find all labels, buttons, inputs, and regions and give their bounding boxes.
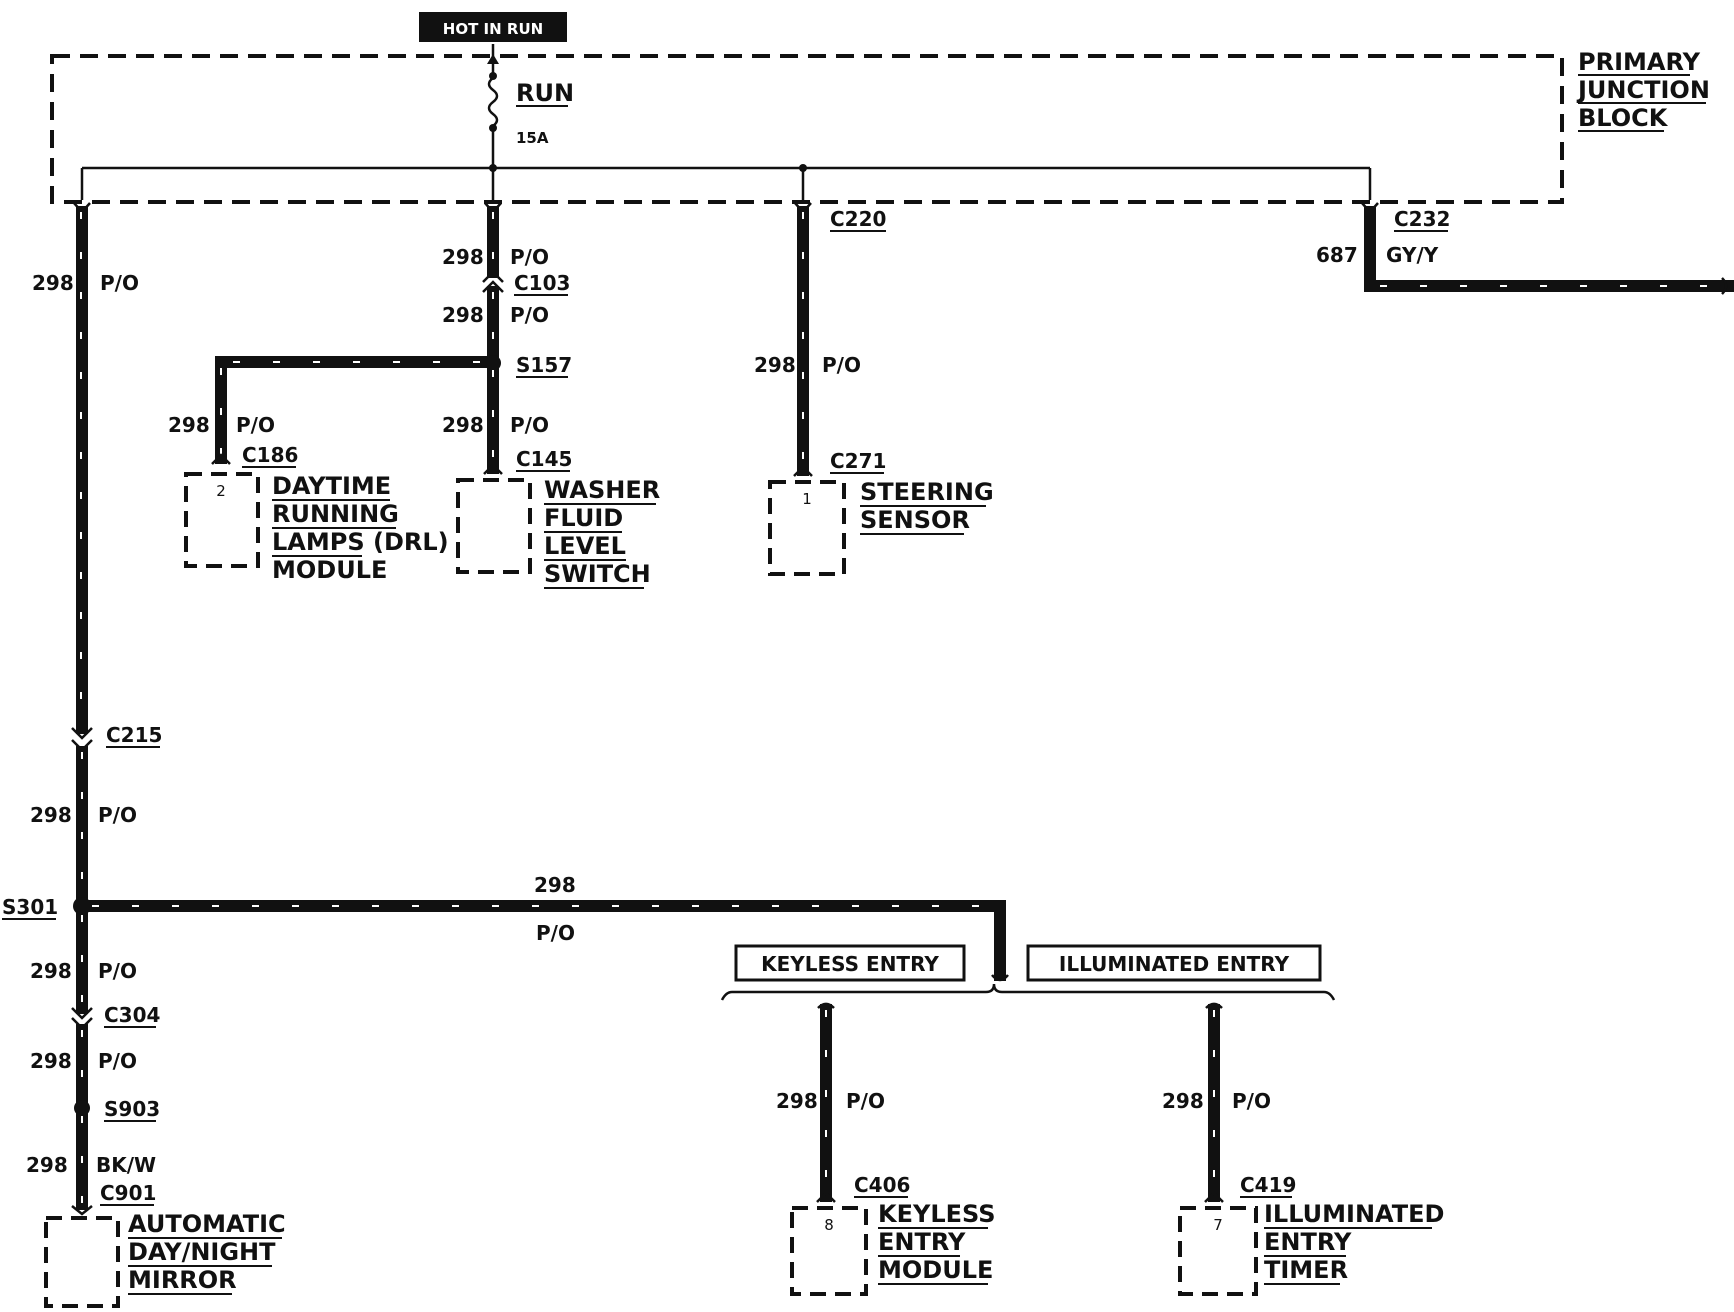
- svg-text:MODULE: MODULE: [878, 1256, 993, 1284]
- connector-c406: C406: [854, 1173, 910, 1197]
- connector-c103: C103: [514, 271, 570, 295]
- option-bracket: [720, 974, 1336, 1001]
- svg-text:DAY/NIGHT: DAY/NIGHT: [128, 1238, 276, 1266]
- svg-text:STEERING: STEERING: [860, 478, 994, 506]
- drl-module-box: [184, 472, 260, 568]
- svg-text:298: 298: [754, 353, 796, 377]
- keyless-module-box: [790, 1206, 868, 1296]
- splice-s157-label: S157: [516, 353, 572, 377]
- option-illuminated-entry-label: ILLUMINATED ENTRY: [1059, 952, 1290, 976]
- option-keyless-entry-label: KEYLESS ENTRY: [761, 952, 939, 976]
- splice-s301-label: S301: [2, 895, 58, 919]
- svg-text:KEYLESS: KEYLESS: [878, 1200, 996, 1228]
- connector-c901: C901: [100, 1181, 156, 1205]
- splice-s903-label: S903: [104, 1097, 160, 1121]
- svg-text:P/O: P/O: [510, 413, 549, 437]
- svg-text:298: 298: [776, 1089, 818, 1113]
- fuse-name: RUN: [516, 79, 574, 107]
- connector-c215: C215: [106, 723, 162, 747]
- svg-text:AUTOMATIC: AUTOMATIC: [128, 1210, 286, 1238]
- svg-text:298: 298: [32, 271, 74, 295]
- svg-text:ENTRY: ENTRY: [878, 1228, 966, 1256]
- washer-switch-label: WASHER FLUID LEVEL SWITCH: [544, 476, 660, 589]
- svg-text:P/O: P/O: [510, 245, 549, 269]
- illuminated-timer-box: [1178, 1206, 1258, 1296]
- wire-c232-gyy: [1364, 206, 1734, 292]
- svg-text:RUNNING: RUNNING: [272, 500, 399, 528]
- hot-in-run-label: HOT IN RUN: [443, 20, 543, 38]
- svg-text:298: 298: [442, 245, 484, 269]
- svg-text:LAMPS (DRL): LAMPS (DRL): [272, 528, 449, 556]
- jb-connector-symbols: [73, 202, 1379, 214]
- svg-text:2: 2: [216, 482, 226, 500]
- steering-sensor-box: [768, 480, 846, 576]
- svg-text:298: 298: [30, 959, 72, 983]
- mirror-label: AUTOMATIC DAY/NIGHT MIRROR: [128, 1210, 286, 1295]
- connector-c186: C186: [242, 443, 298, 467]
- svg-text:1: 1: [802, 490, 812, 508]
- wire-s301-to-options: [76, 900, 1006, 981]
- connector-c419: C419: [1240, 1173, 1296, 1197]
- internal-bus: [80, 44, 1372, 200]
- keyless-module-label: KEYLESS ENTRY MODULE: [878, 1200, 996, 1285]
- svg-text:P/O: P/O: [98, 1049, 137, 1073]
- svg-text:FLUID: FLUID: [544, 504, 623, 532]
- svg-text:687: 687: [1316, 243, 1358, 267]
- washer-switch-box: [456, 478, 532, 574]
- svg-text:P/O: P/O: [536, 921, 575, 945]
- junction-block-label: PRIMARY JUNCTION BLOCK: [1576, 48, 1710, 132]
- svg-text:7: 7: [1213, 1216, 1223, 1234]
- steering-sensor-label: STEERING SENSOR: [860, 478, 994, 535]
- svg-text:P/O: P/O: [846, 1089, 885, 1113]
- svg-text:BLOCK: BLOCK: [1578, 104, 1669, 132]
- svg-text:LEVEL: LEVEL: [544, 532, 626, 560]
- mirror-component-box: [44, 1216, 120, 1308]
- svg-text:PRIMARY: PRIMARY: [1578, 48, 1701, 76]
- svg-text:298: 298: [442, 303, 484, 327]
- connector-c271: C271: [830, 449, 886, 473]
- svg-text:TIMER: TIMER: [1264, 1256, 1348, 1284]
- svg-text:298: 298: [442, 413, 484, 437]
- svg-text:298: 298: [26, 1153, 68, 1177]
- svg-text:P/O: P/O: [510, 303, 549, 327]
- svg-text:8: 8: [824, 1216, 834, 1234]
- option-keyless-entry-box: [734, 944, 966, 982]
- option-illuminated-entry-box: [1026, 944, 1322, 982]
- connector-c304: C304: [104, 1003, 160, 1027]
- svg-text:ILLUMINATED: ILLUMINATED: [1264, 1200, 1444, 1228]
- svg-text:MODULE: MODULE: [272, 556, 387, 584]
- drl-module-label: DAYTIME RUNNING LAMPS (DRL) MODULE: [272, 472, 449, 584]
- svg-text:P/O: P/O: [100, 271, 139, 295]
- svg-text:298: 298: [168, 413, 210, 437]
- svg-text:P/O: P/O: [98, 959, 137, 983]
- connector-c145: C145: [516, 447, 572, 471]
- svg-text:WASHER: WASHER: [544, 476, 660, 504]
- svg-text:P/O: P/O: [1232, 1089, 1271, 1113]
- svg-text:MIRROR: MIRROR: [128, 1266, 237, 1294]
- wire-left-main: [76, 206, 88, 734]
- svg-text:SENSOR: SENSOR: [860, 506, 970, 534]
- svg-text:298: 298: [1162, 1089, 1204, 1113]
- svg-text:DAYTIME: DAYTIME: [272, 472, 391, 500]
- svg-text:GY/Y: GY/Y: [1386, 243, 1439, 267]
- primary-junction-block-outline: [50, 54, 1564, 204]
- svg-text:P/O: P/O: [236, 413, 275, 437]
- svg-text:298: 298: [30, 1049, 72, 1073]
- svg-text:ENTRY: ENTRY: [1264, 1228, 1352, 1256]
- hot-in-run-badge: [419, 12, 567, 42]
- svg-text:JUNCTION: JUNCTION: [1576, 76, 1710, 104]
- svg-text:P/O: P/O: [98, 803, 137, 827]
- svg-text:P/O: P/O: [822, 353, 861, 377]
- connector-c232: C232: [1394, 207, 1450, 231]
- fuse-symbol: [487, 77, 499, 127]
- svg-text:BK/W: BK/W: [96, 1153, 156, 1177]
- fuse-rating: 15A: [516, 129, 549, 147]
- svg-text:298: 298: [534, 873, 576, 897]
- wire-s157-to-drl: [215, 356, 492, 464]
- svg-text:SWITCH: SWITCH: [544, 560, 651, 588]
- svg-text:298: 298: [30, 803, 72, 827]
- illuminated-timer-label: ILLUMINATED ENTRY TIMER: [1264, 1200, 1444, 1285]
- connector-c220: C220: [830, 207, 886, 231]
